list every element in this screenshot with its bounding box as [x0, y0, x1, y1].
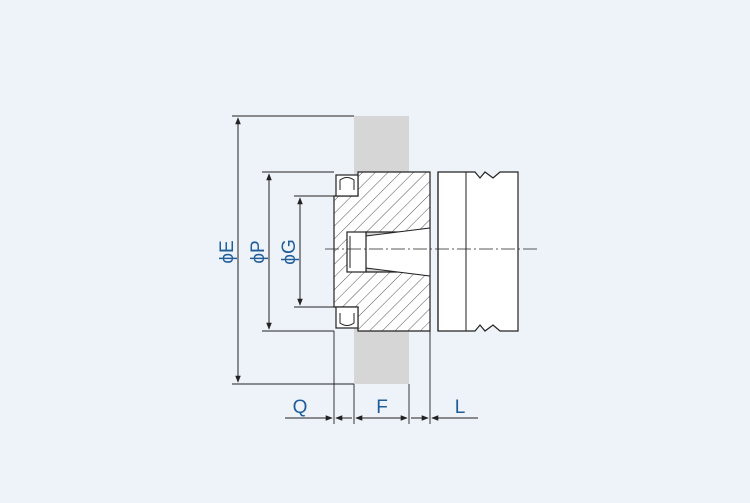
connector-plug: [437, 171, 519, 332]
label-dia-P: ϕP: [248, 240, 269, 263]
bottom-retaining-ring: [335, 306, 359, 329]
extension-lines: [232, 115, 431, 424]
top-retaining-ring: [335, 174, 359, 197]
label-L: L: [455, 397, 466, 418]
label-dia-E: ϕE: [217, 240, 238, 263]
label-F: F: [376, 397, 388, 418]
label-Q: Q: [293, 397, 308, 418]
label-dia-G: ϕG: [279, 239, 300, 264]
conical-bore: [365, 227, 431, 277]
bore-recess: [346, 231, 367, 273]
